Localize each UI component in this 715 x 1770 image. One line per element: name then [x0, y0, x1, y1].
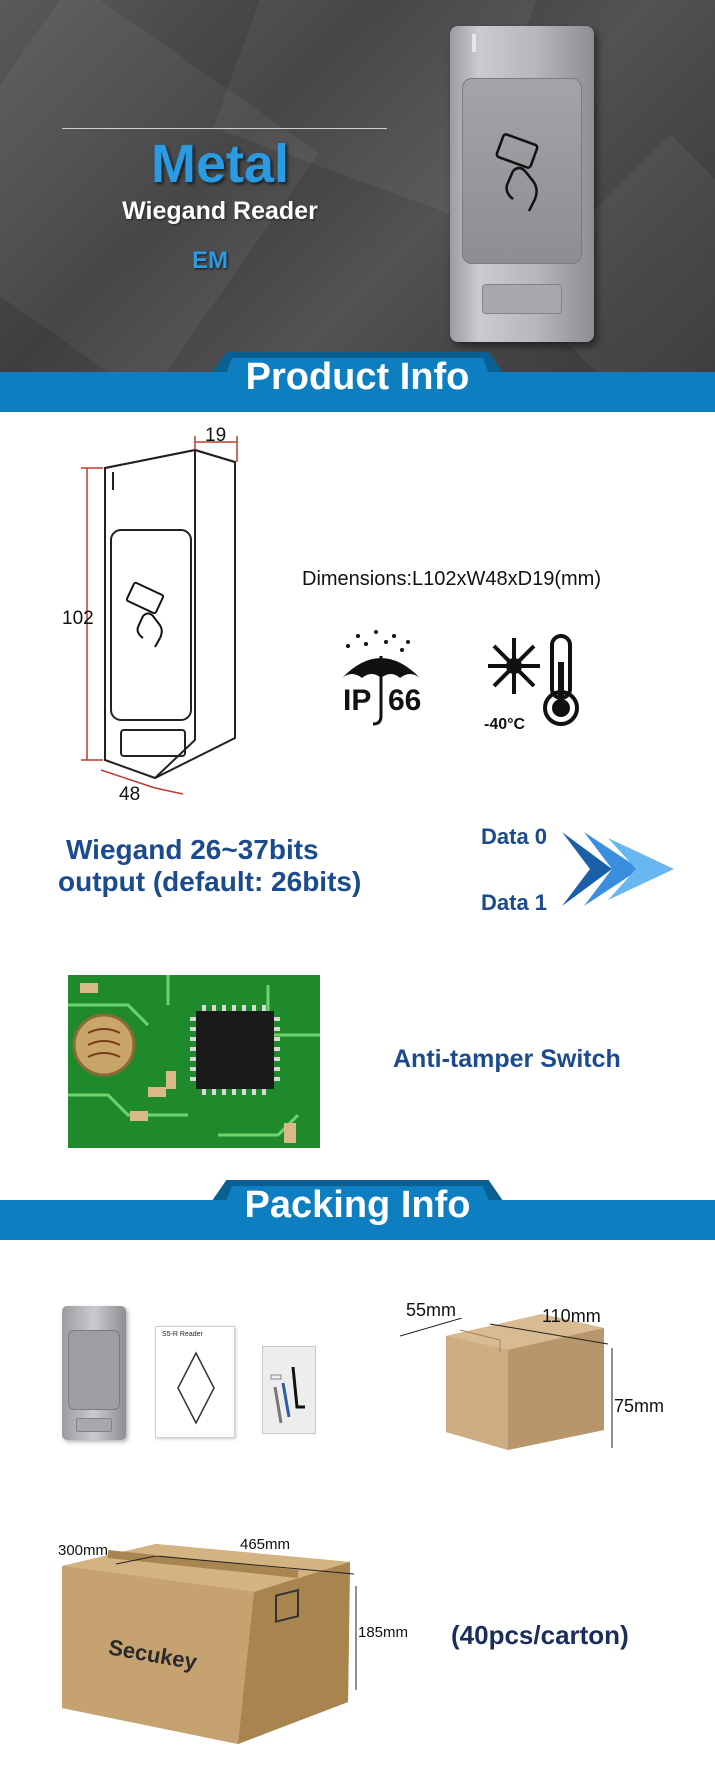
carton-quantity-text: (40pcs/carton): [451, 1620, 629, 1650]
shipping-carton-image: [62, 1544, 350, 1744]
packing-info-heading: Packing Info: [244, 1184, 471, 1226]
carton-length-label: 465mm: [240, 1536, 291, 1553]
carton-depth-label: 300mm: [58, 1542, 109, 1559]
small-box-length-label: 110mm: [542, 1306, 601, 1326]
small-box-dimension-lines: [400, 1318, 613, 1448]
pcb-photo: [68, 975, 320, 1148]
ip-value: 66: [388, 684, 422, 717]
packed-reader-pad: [68, 1330, 120, 1410]
card-hand-icon: [495, 133, 539, 212]
small-box-depth-label: 55mm: [406, 1300, 457, 1320]
device-led: [472, 34, 476, 52]
data0-label: Data 0: [481, 824, 548, 849]
dimensions-text: Dimensions:L102xW48xD19(mm): [302, 568, 601, 590]
data1-label: Data 1: [481, 890, 548, 915]
dim-width-label: 48: [119, 784, 141, 805]
carton-dimension-lines: [115, 1556, 357, 1690]
packed-reader-image: [62, 1306, 126, 1440]
hero-divider: [62, 128, 387, 129]
ip-prefix: IP: [343, 684, 372, 717]
waterproof-umbrella-icon: [342, 630, 420, 726]
product-info-heading: Product Info: [245, 356, 470, 398]
hero-badge: EM: [192, 247, 228, 274]
hero-subtitle: Wiegand Reader: [122, 197, 318, 225]
dimension-drawing: [81, 436, 238, 795]
pcb-circuit-illustration: [68, 975, 320, 1148]
manual-diagram-icon: [177, 1351, 215, 1425]
screws-wrench-icon: [270, 1366, 305, 1424]
dim-length-label: 102: [62, 608, 94, 629]
small-box-height-label: 75mm: [614, 1396, 665, 1416]
temperature-label: -40°C: [484, 716, 526, 733]
anti-tamper-text: Anti-tamper Switch: [393, 1045, 621, 1073]
wiegand-default-text: output (default: 26bits): [58, 866, 362, 897]
user-manual-image: S5-R Reader: [155, 1326, 235, 1438]
packed-reader-key: [76, 1418, 112, 1432]
wiegand-bits-text: Wiegand 26~37bits: [66, 834, 319, 865]
retail-box-image: [446, 1314, 604, 1450]
data-output-arrow-icon: [562, 832, 674, 906]
screw-kit-bag-image: [262, 1346, 316, 1434]
hero-banner: Metal Wiegand Reader EM: [0, 0, 715, 372]
manual-title: S5-R Reader: [162, 1331, 203, 1338]
banner-tab: [215, 1186, 500, 1230]
device-lower-panel: [482, 284, 562, 314]
banner-tab: [215, 358, 500, 402]
carton-height-label: 185mm: [358, 1624, 409, 1641]
hero-title: Metal: [150, 134, 290, 194]
cold-temperature-icon: [488, 634, 579, 726]
device-card-pad: [462, 78, 582, 264]
dim-depth-label: 19: [205, 425, 227, 446]
reader-device-image: [450, 26, 594, 342]
